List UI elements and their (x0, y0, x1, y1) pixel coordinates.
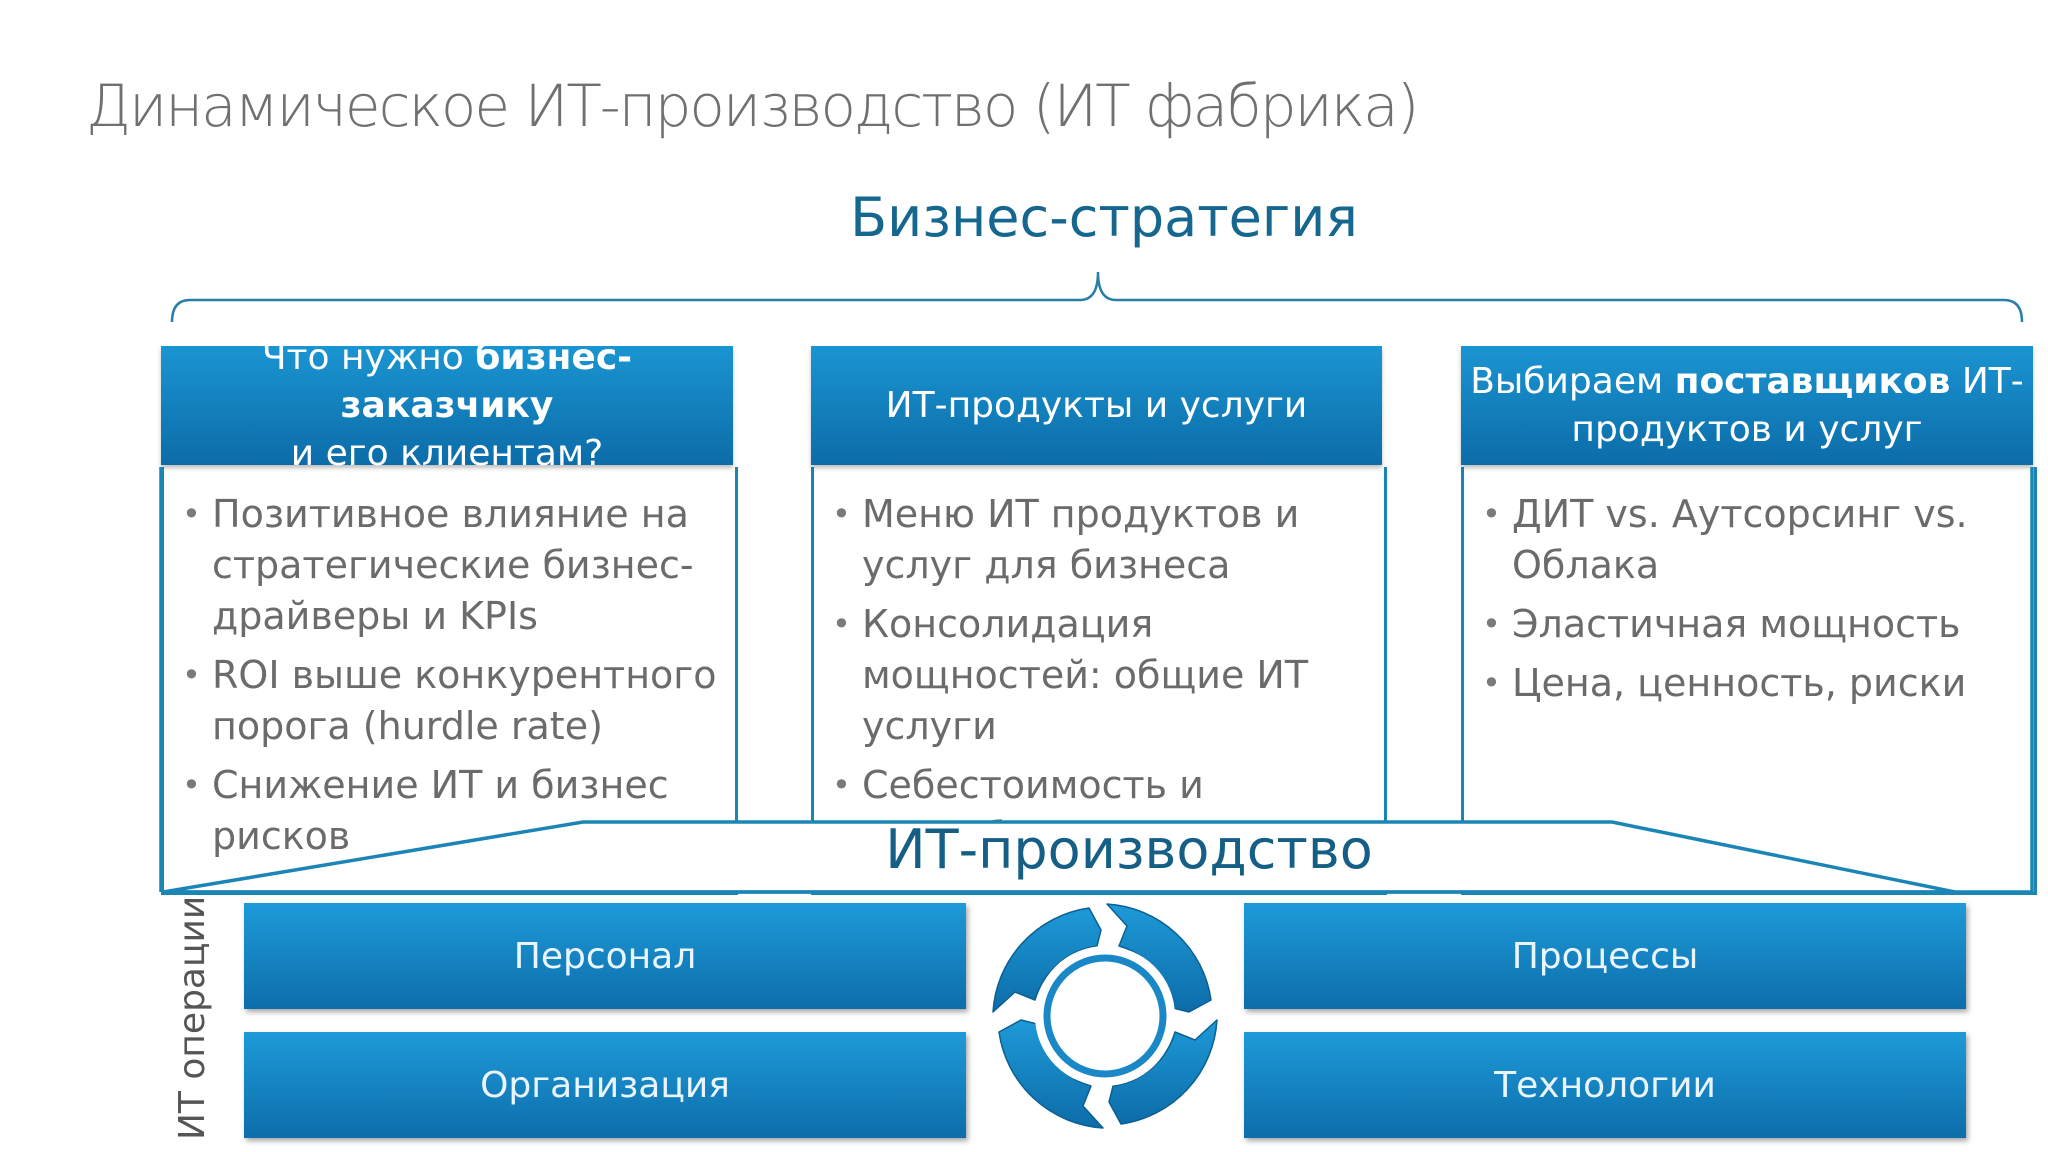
list-item: Консолидация мощностей: общие ИТ услуги (828, 599, 1376, 752)
processes-label: Процессы (1511, 935, 1699, 977)
header-text: Выбираем (1470, 360, 1675, 402)
header-bold: бизнес-заказчику (340, 336, 633, 426)
cycle-arrows-icon (992, 903, 1218, 1129)
list-item: Цена, ценность, риски (1478, 658, 2026, 709)
personnel-block: Персонал (244, 903, 966, 1009)
organization-label: Организация (480, 1064, 730, 1106)
processes-block: Процессы (1244, 903, 1966, 1009)
list-item: Снижение ИТ и бизнес рисков (178, 760, 725, 862)
organization-block: Организация (244, 1032, 966, 1138)
list-item: ROI выше конкурентного порога (hurdle ra… (178, 650, 725, 752)
list-item: ДИТ vs. Аутсорсинг vs. Облака (1478, 489, 2026, 591)
header-text-line2: и его клиентам? (290, 432, 604, 474)
technologies-block: Технологии (1244, 1032, 1966, 1138)
header-text: Что нужно (261, 336, 476, 378)
business-strategy-label: Бизнес-стратегия (850, 186, 1358, 249)
personnel-label: Персонал (513, 935, 697, 977)
list-item: Позитивное влияние на стратегические биз… (178, 489, 725, 642)
header-text-post: ИТ-продуктов и услуг (1571, 360, 2024, 450)
column-suppliers-header: Выбираем поставщиков ИТ-продуктов и услу… (1461, 346, 2033, 465)
technologies-label: Технологии (1494, 1064, 1716, 1106)
list-item: Эластичная мощность (1478, 599, 2026, 650)
header-text: ИТ-продукты и услуги (885, 384, 1308, 426)
page-title: Динамическое ИТ-производство (ИТ фабрика… (86, 72, 1419, 140)
header-bold: поставщиков (1674, 360, 1951, 402)
column-business-customer-header: Что нужно бизнес-заказчику и его клиента… (161, 337, 733, 474)
it-production-label: ИТ-производство (885, 818, 1373, 881)
it-operations-label: ИТ операции (172, 895, 213, 1140)
list-item: Меню ИТ продуктов и услуг для бизнеса (828, 489, 1376, 591)
column-it-products-header: ИТ-продукты и услуги (811, 346, 1382, 465)
